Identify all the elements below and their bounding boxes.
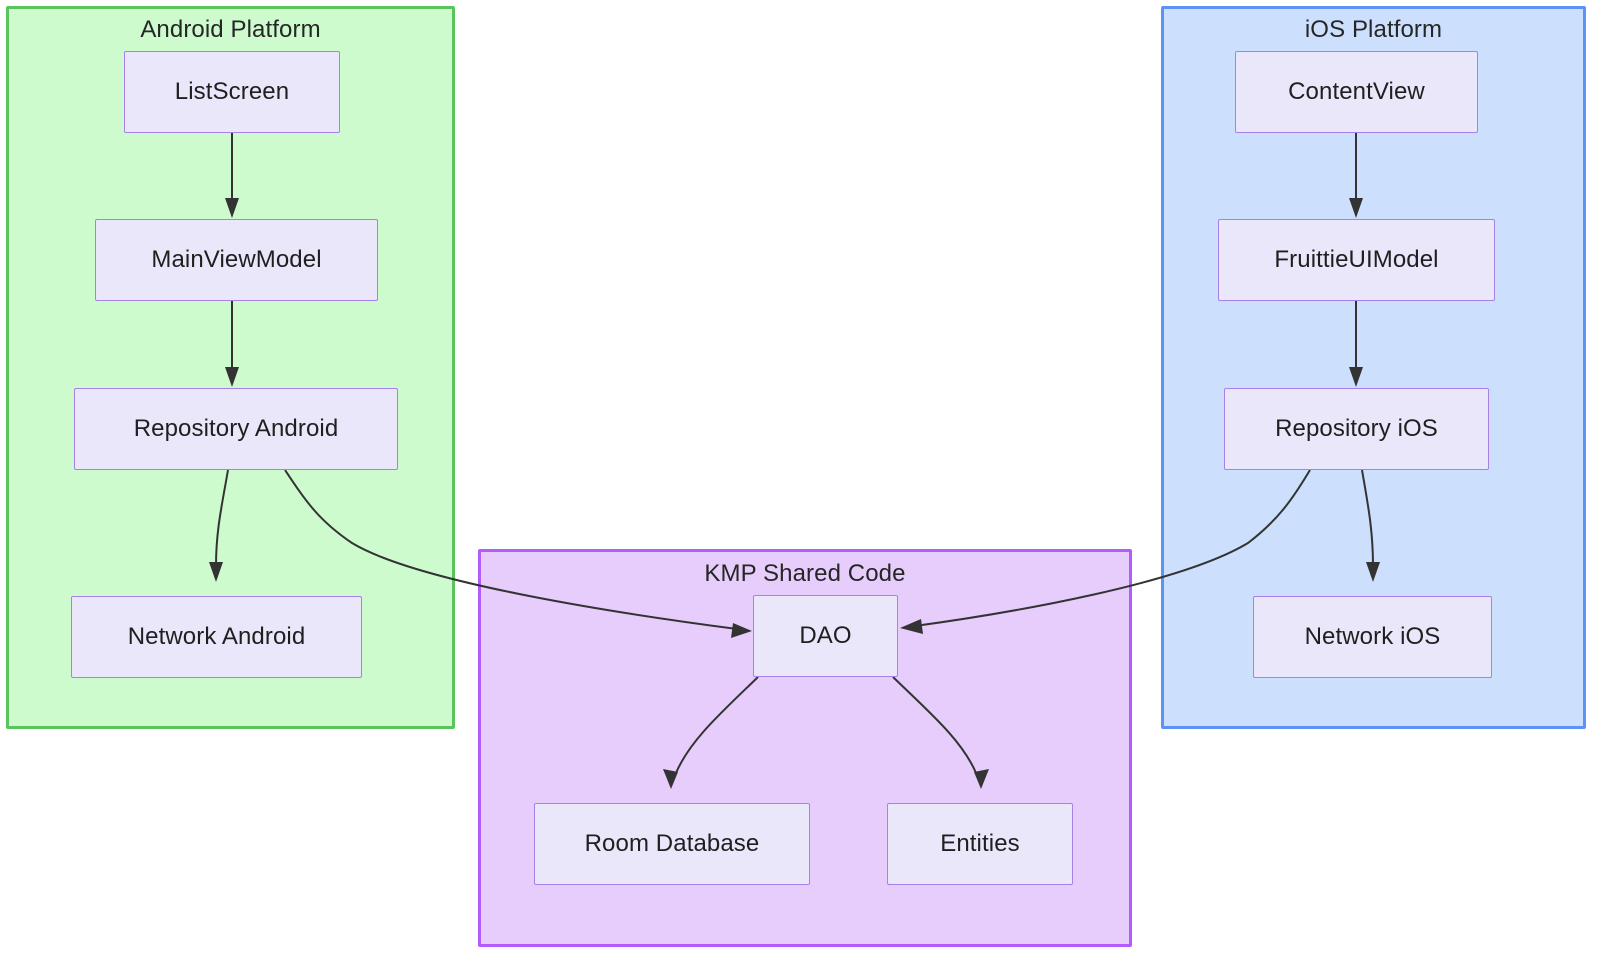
subgraph-title-kmp-shared-code: KMP Shared Code	[704, 560, 906, 587]
node-listscreen[interactable]: ListScreen	[124, 51, 340, 133]
node-dao[interactable]: DAO	[753, 595, 898, 677]
node-repository-ios[interactable]: Repository iOS	[1224, 388, 1489, 470]
node-entities[interactable]: Entities	[887, 803, 1073, 885]
node-room-database[interactable]: Room Database	[534, 803, 810, 885]
subgraph-title-ios-platform: iOS Platform	[1304, 16, 1443, 43]
node-mainviewmodel[interactable]: MainViewModel	[95, 219, 378, 301]
node-repository-android[interactable]: Repository Android	[74, 388, 398, 470]
node-contentview[interactable]: ContentView	[1235, 51, 1478, 133]
subgraph-title-android-platform: Android Platform	[140, 16, 321, 43]
node-network-android[interactable]: Network Android	[71, 596, 362, 678]
node-network-ios[interactable]: Network iOS	[1253, 596, 1492, 678]
node-fruittieuimodel[interactable]: FruittieUIModel	[1218, 219, 1495, 301]
